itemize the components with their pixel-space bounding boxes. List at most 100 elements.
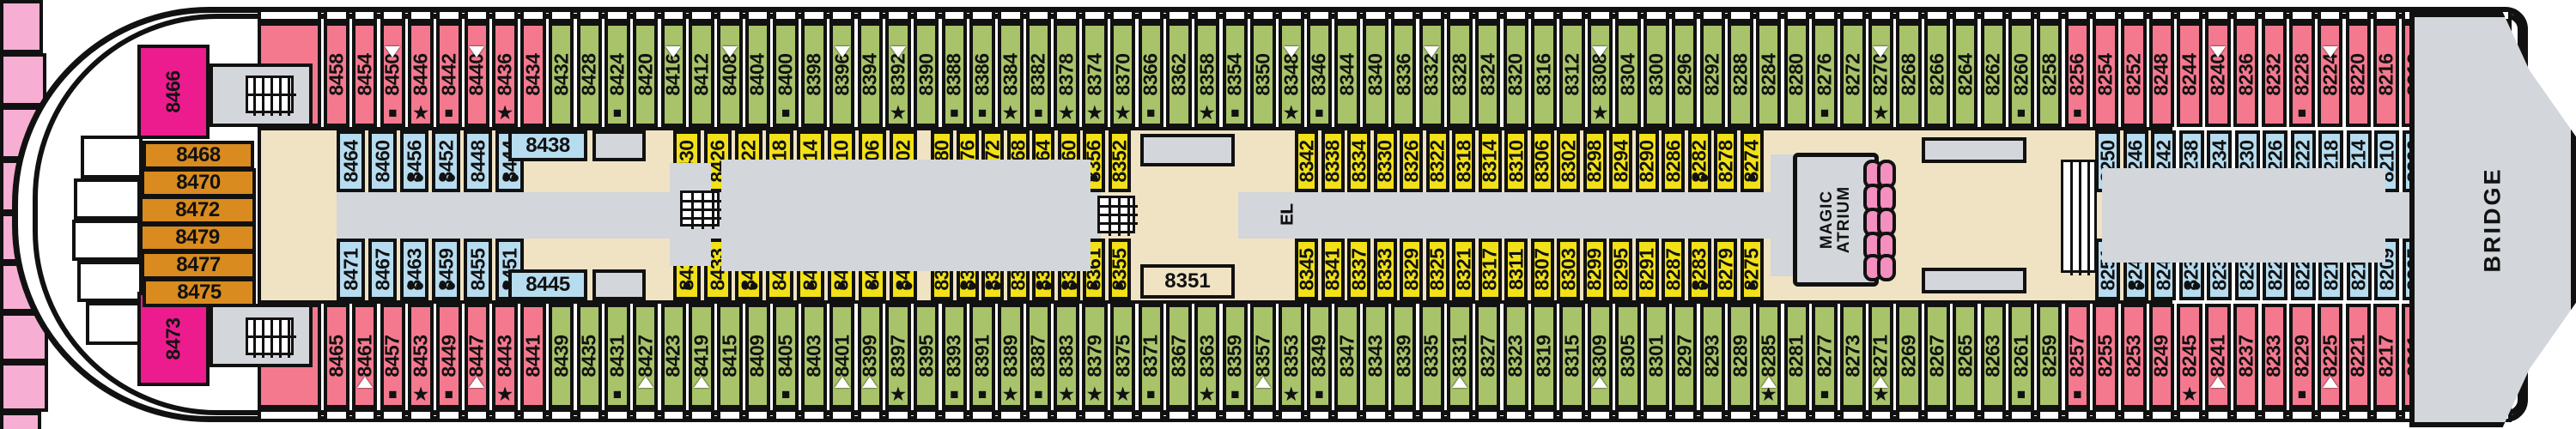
cabin-8460[interactable]: 8460 bbox=[368, 130, 397, 192]
cabin-8216[interactable]: 8216 bbox=[2373, 22, 2399, 127]
cabin-8266[interactable]: 8266 bbox=[1924, 22, 1950, 127]
cabin-8267[interactable]: 8267 bbox=[1924, 304, 1950, 408]
cabin-8341[interactable]: 8341 bbox=[1321, 239, 1345, 300]
cabin-8314[interactable]: 8314 bbox=[1478, 130, 1502, 192]
cabin-8445[interactable]: 8445 bbox=[508, 269, 587, 300]
elevator-8438-upper-a[interactable]: EL bbox=[0, 0, 1297, 226]
cabin-8283[interactable]: 8283●● bbox=[1687, 239, 1711, 300]
cabin-8403[interactable]: 8403 bbox=[801, 304, 827, 408]
cabin-8446[interactable]: 8446★ bbox=[408, 22, 434, 127]
elevator-8438-upper-b[interactable]: EL bbox=[0, 53, 1297, 226]
cabin-8390[interactable]: 8390 bbox=[913, 22, 939, 127]
cabin-8281[interactable]: 8281 bbox=[1783, 304, 1810, 408]
cabin-8363[interactable]: 8363★ bbox=[1194, 304, 1220, 408]
cabin-8240[interactable]: 8240 bbox=[2205, 22, 2231, 127]
cabin-8232[interactable]: 8232 bbox=[2261, 22, 2287, 127]
cabin-8350[interactable]: 8350 bbox=[1250, 22, 1276, 127]
cabin-8387[interactable]: 8387■ bbox=[1025, 304, 1052, 408]
cabin-8300[interactable]: 8300 bbox=[1643, 22, 1669, 127]
cabin-8358[interactable]: 8358★ bbox=[1194, 22, 1220, 127]
cabin-8352[interactable]: 8352 bbox=[1108, 130, 1131, 192]
cabin-8315[interactable]: 8315 bbox=[1559, 304, 1585, 408]
cabin-8347[interactable]: 8347 bbox=[1334, 304, 1360, 408]
cabin-8337[interactable]: 8337 bbox=[1347, 239, 1370, 300]
cabin-8248[interactable]: 8248 bbox=[2148, 22, 2175, 127]
cabin-8357[interactable]: 8357 bbox=[1250, 304, 1276, 408]
cabin-8456[interactable]: 8456●● bbox=[400, 130, 428, 192]
cabin-8330[interactable]: 8330 bbox=[1373, 130, 1397, 192]
cabin-8336[interactable]: 8336 bbox=[1390, 22, 1417, 127]
cabin-8304[interactable]: 8304 bbox=[1615, 22, 1641, 127]
cabin-8279[interactable]: 8279 bbox=[1714, 239, 1737, 300]
cabin-8399[interactable]: 8399 bbox=[857, 304, 883, 408]
cabin-8351[interactable]: 8351 bbox=[1140, 264, 1235, 299]
cabin-8353[interactable]: 8353★ bbox=[1279, 304, 1304, 408]
cabin-8297[interactable]: 8297 bbox=[1671, 304, 1698, 408]
cabin-8288[interactable]: 8288 bbox=[1728, 22, 1753, 127]
cabin-8252[interactable]: 8252 bbox=[2121, 22, 2147, 127]
cabin-8224[interactable]: 8224 bbox=[2317, 22, 2343, 127]
cabin-8463[interactable]: 8463●● bbox=[400, 239, 428, 300]
cabin-8457[interactable]: 8457■ bbox=[380, 304, 406, 408]
cabin-8271[interactable]: 8271★ bbox=[1868, 304, 1894, 408]
cabin-8322[interactable]: 8322 bbox=[1425, 130, 1449, 192]
cabin-8291[interactable]: 8291 bbox=[1635, 239, 1659, 300]
cabin-8379[interactable]: 8379★ bbox=[1082, 304, 1108, 408]
cabin-8321[interactable]: 8321 bbox=[1452, 239, 1475, 300]
cabin-8329[interactable]: 8329 bbox=[1400, 239, 1423, 300]
cabin-8458[interactable]: 8458 bbox=[324, 22, 349, 127]
cabin-8459[interactable]: 8459●● bbox=[432, 239, 460, 300]
cabin-8268[interactable]: 8268 bbox=[1896, 22, 1922, 127]
cabin-8397[interactable]: 8397★ bbox=[885, 304, 911, 408]
cabin-8454[interactable]: 8454 bbox=[351, 22, 378, 127]
cabin-8272[interactable]: 8272 bbox=[1840, 22, 1866, 127]
cabin-8434[interactable]: 8434 bbox=[520, 22, 546, 127]
cabin-8293[interactable]: 8293 bbox=[1699, 304, 1725, 408]
cabin-8419[interactable]: 8419 bbox=[689, 304, 714, 408]
cabin-8475[interactable]: 8475 bbox=[143, 278, 256, 307]
cabin-8471[interactable]: 8471 bbox=[337, 239, 365, 300]
cabin-8296[interactable]: 8296 bbox=[1671, 22, 1698, 127]
cabin-8282[interactable]: 8282●● bbox=[1687, 130, 1711, 192]
cabin-8409[interactable]: 8409 bbox=[744, 304, 771, 408]
cabin-8442[interactable]: 8442■ bbox=[436, 22, 462, 127]
cabin-8236[interactable]: 8236 bbox=[2233, 22, 2259, 127]
cabin-8286[interactable]: 8286 bbox=[1662, 130, 1685, 192]
cabin-8262[interactable]: 8262 bbox=[1980, 22, 2006, 127]
cabin-8464[interactable]: 8464 bbox=[337, 130, 365, 192]
cabin-8394[interactable]: 8394 bbox=[857, 22, 883, 127]
cabin-8269[interactable]: 8269 bbox=[1896, 304, 1922, 408]
cabin-8331[interactable]: 8331 bbox=[1447, 304, 1473, 408]
cabin-8260[interactable]: 8260■ bbox=[2008, 22, 2034, 127]
cabin-8395[interactable]: 8395 bbox=[913, 304, 939, 408]
cabin-8220[interactable]: 8220 bbox=[2345, 22, 2372, 127]
cabin-8404[interactable]: 8404 bbox=[744, 22, 771, 127]
cabin-8424[interactable]: 8424■ bbox=[605, 22, 630, 127]
cabin-8432[interactable]: 8432 bbox=[548, 22, 574, 127]
cabin-8299[interactable]: 8299 bbox=[1583, 239, 1607, 300]
cabin-8473[interactable]: 8473 bbox=[137, 292, 210, 386]
cabin-8270[interactable]: 8270★ bbox=[1868, 22, 1894, 127]
cabin-8309[interactable]: 8309 bbox=[1587, 304, 1613, 408]
cabin-8398[interactable]: 8398 bbox=[801, 22, 827, 127]
cabin-8249[interactable]: 8249 bbox=[2148, 304, 2175, 408]
cabin-8312[interactable]: 8312 bbox=[1559, 22, 1585, 127]
cabin-8335[interactable]: 8335 bbox=[1419, 304, 1444, 408]
cabin-8468[interactable]: 8468 bbox=[143, 141, 254, 170]
cabin-8257[interactable]: 8257■ bbox=[2064, 304, 2091, 408]
cabin-8455[interactable]: 8455 bbox=[464, 239, 492, 300]
cabin-8348[interactable]: 8348★ bbox=[1279, 22, 1304, 127]
cabin-8209[interactable]: 8209 bbox=[2374, 239, 2399, 300]
cabin-8285[interactable]: 8285★ bbox=[1755, 304, 1782, 408]
cabin-8229[interactable]: 8229■ bbox=[2289, 304, 2315, 408]
cabin-8447[interactable]: 8447 bbox=[464, 304, 490, 408]
cabin-8396[interactable]: 8396 bbox=[829, 22, 855, 127]
cabin-8359[interactable]: 8359■ bbox=[1222, 304, 1249, 408]
cabin-8276[interactable]: 8276■ bbox=[1812, 22, 1838, 127]
cabin-8263[interactable]: 8263 bbox=[1980, 304, 2006, 408]
cabin-8382[interactable]: 8382■ bbox=[1025, 22, 1052, 127]
cabin-8472[interactable]: 8472 bbox=[139, 196, 256, 225]
cabin-8470[interactable]: 8470 bbox=[141, 168, 256, 197]
cabin-8400[interactable]: 8400■ bbox=[773, 22, 799, 127]
cabin-8237[interactable]: 8237 bbox=[2233, 304, 2259, 408]
